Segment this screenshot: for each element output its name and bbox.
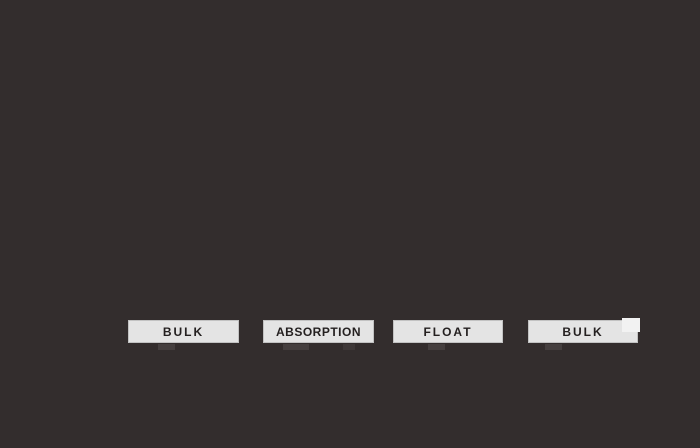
stage-label-float: FLOAT: [423, 324, 473, 339]
stage-indicator-smudge-2b: [343, 344, 355, 350]
stage-button-absorption[interactable]: ABSORPTION: [263, 320, 374, 343]
stage-button-bulk-1[interactable]: BULK: [128, 320, 239, 343]
stage-indicator-smudge-3: [428, 344, 445, 350]
stage-indicator-smudge-4: [545, 344, 562, 350]
stage-button-bulk-2[interactable]: BULK: [528, 320, 638, 343]
stage-button-float[interactable]: FLOAT: [393, 320, 503, 343]
button-corner-highlight: [622, 318, 640, 332]
stage-indicator-smudge-2: [283, 344, 309, 350]
stage-label-bulk-2: BULK: [562, 324, 604, 339]
stage-label-absorption: ABSORPTION: [275, 324, 361, 339]
stage-indicator-smudge-1: [158, 344, 175, 350]
stage-label-bulk-1: BULK: [162, 324, 205, 339]
